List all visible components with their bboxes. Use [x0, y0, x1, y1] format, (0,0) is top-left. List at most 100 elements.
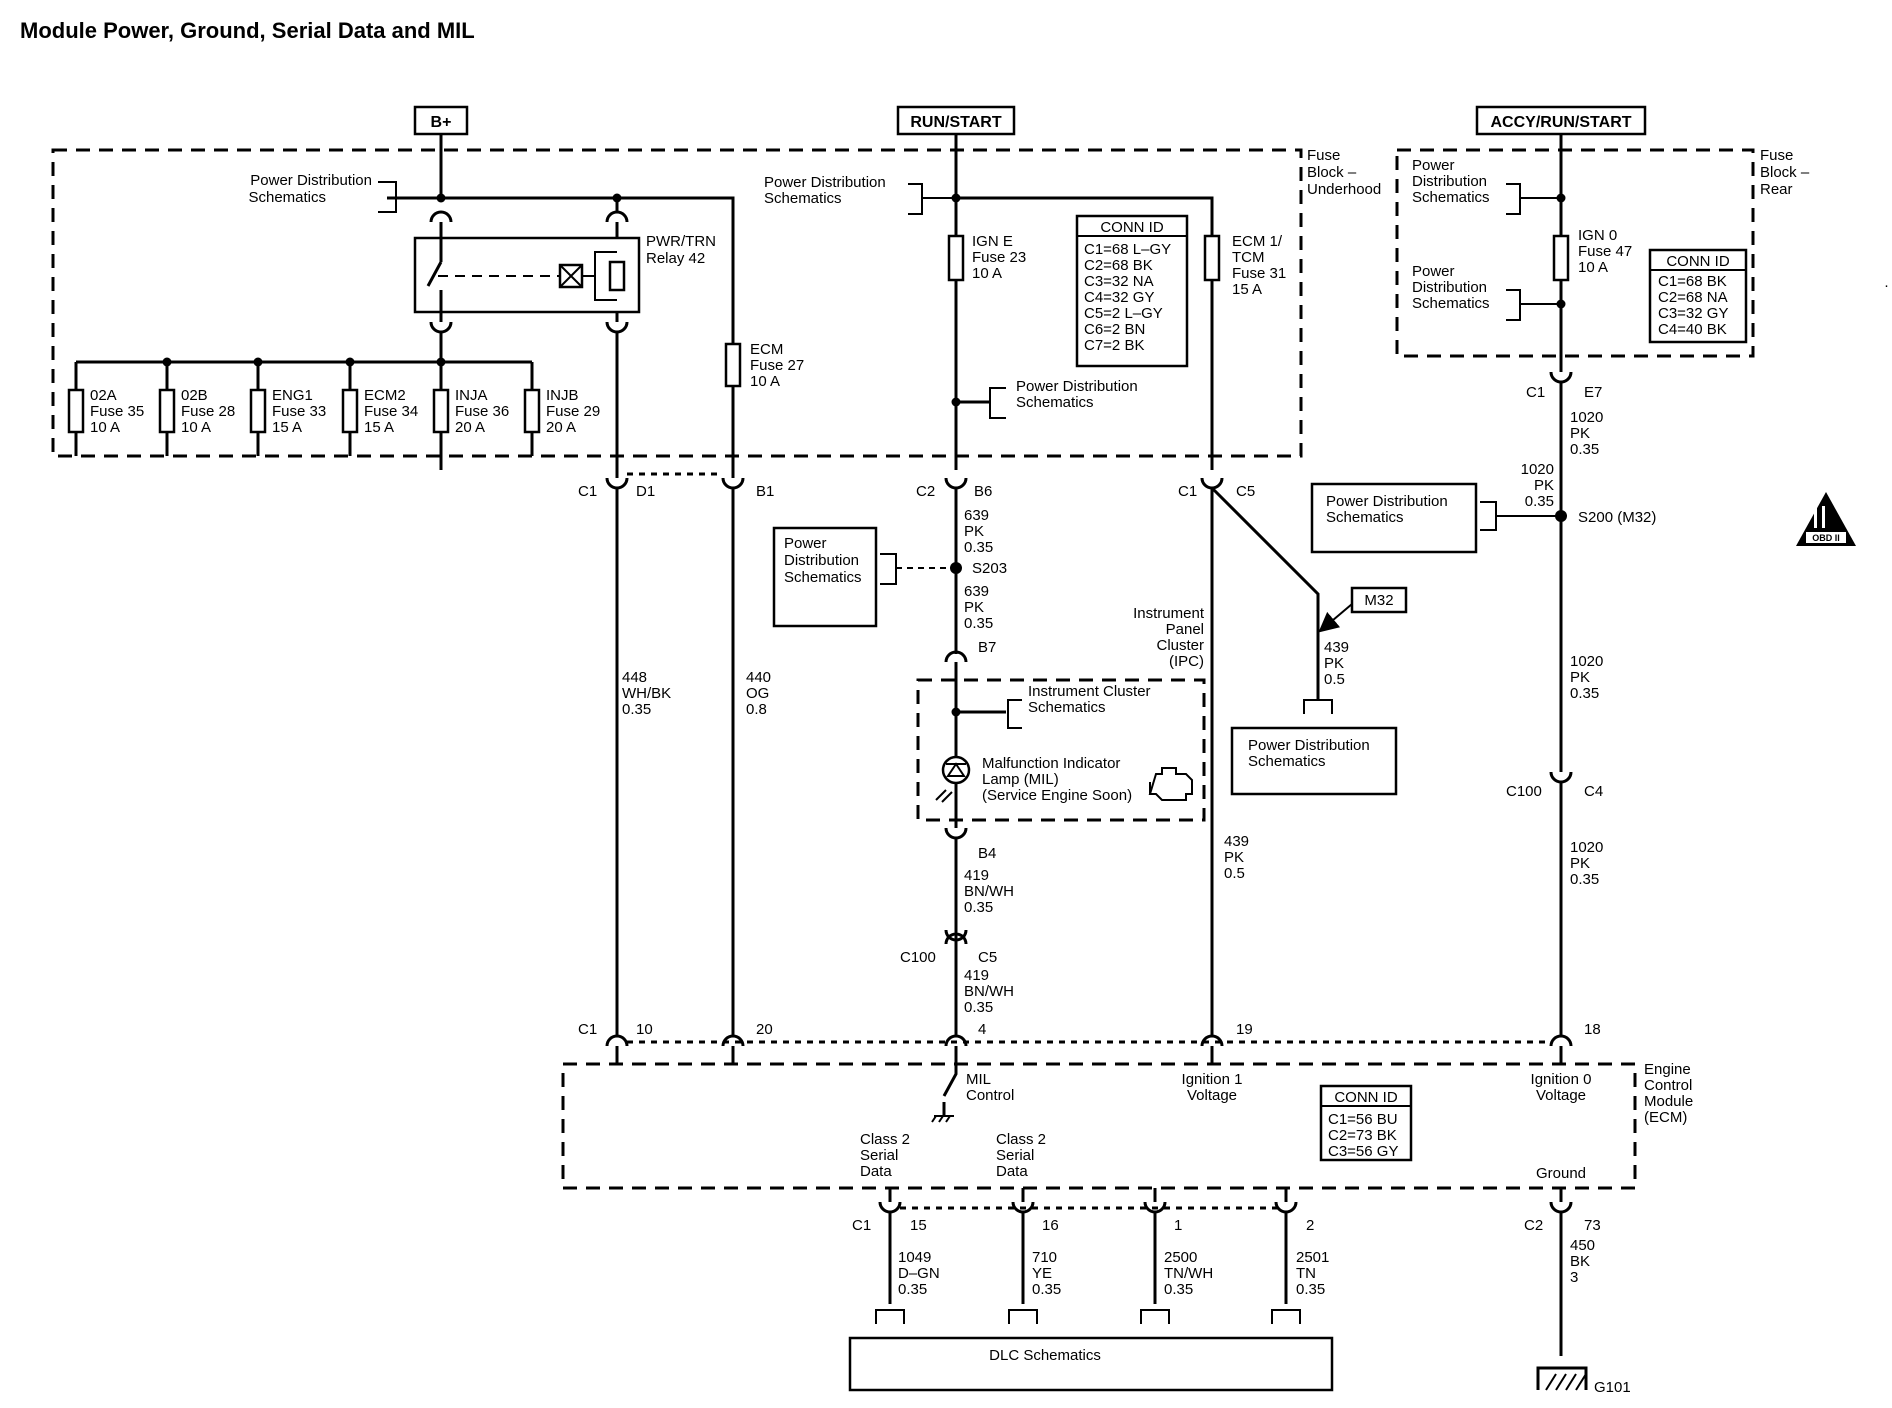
svg-text:B1: B1: [756, 483, 774, 500]
svg-text:0.5: 0.5: [1224, 865, 1245, 882]
svg-text:C5=2 L–GY: C5=2 L–GY: [1084, 305, 1163, 322]
svg-text:C2: C2: [916, 483, 935, 500]
svg-text:1: 1: [1174, 1217, 1182, 1234]
svg-text:10 A: 10 A: [750, 373, 780, 390]
serial-wires: 1049 D–GN 0.35 710 YE 0.35 2500 TN/WH 0.…: [875, 1249, 1329, 1324]
svg-text:3: 3: [1570, 1269, 1578, 1286]
svg-text:D–GN: D–GN: [898, 1265, 940, 1282]
svg-text:0.35: 0.35: [964, 539, 993, 556]
svg-text:Power: Power: [784, 535, 827, 552]
svg-text:C3=56 GY: C3=56 GY: [1328, 1143, 1398, 1160]
svg-text:PK: PK: [1570, 669, 1590, 686]
svg-text:0.35: 0.35: [1570, 871, 1599, 888]
svg-text:INJB: INJB: [546, 387, 579, 404]
svg-text:1020: 1020: [1570, 839, 1603, 856]
svg-text:Ignition 0: Ignition 0: [1531, 1071, 1592, 1088]
ecm-label: Engine Control Module (ECM): [1644, 1061, 1693, 1126]
svg-text:Power Distribution: Power Distribution: [1248, 737, 1370, 754]
svg-text:1020: 1020: [1521, 461, 1554, 478]
svg-text:BN/WH: BN/WH: [964, 883, 1014, 900]
svg-text:2500: 2500: [1164, 1249, 1197, 1266]
svg-text:Fuse 36: Fuse 36: [455, 403, 509, 420]
svg-text:02B: 02B: [181, 387, 208, 404]
svg-text:73: 73: [1584, 1217, 1601, 1234]
fuse-ecm: ECM Fuse 27 10 A: [724, 341, 804, 390]
conn-id-ecm: CONN ID C1=56 BU C2=73 BK C3=56 GY: [1319, 1084, 1413, 1162]
svg-text:450: 450: [1570, 1237, 1595, 1254]
svg-text:CONN ID: CONN ID: [1100, 219, 1164, 236]
svg-text:Module: Module: [1644, 1093, 1693, 1110]
svg-text:Fuse 34: Fuse 34: [364, 403, 418, 420]
pds-underhood-1: Power Distribution Schematics: [248, 172, 397, 213]
svg-text:Fuse 28: Fuse 28: [181, 403, 235, 420]
fuse-ecm2: ECM2 Fuse 34 15 A: [341, 362, 418, 456]
pds-s200: Power Distribution Schematics: [1310, 482, 1561, 554]
accy-wiring: Power Distribution Schematics Power Dist…: [1412, 134, 1566, 372]
svg-text:E7: E7: [1584, 384, 1602, 401]
fuse-ecm1-tcm: ECM 1/ TCM Fuse 31 15 A: [1203, 233, 1286, 298]
svg-text:B4: B4: [978, 845, 996, 862]
svg-text:Class 2: Class 2: [996, 1131, 1046, 1148]
svg-text:1049: 1049: [898, 1249, 931, 1266]
svg-text:Fuse: Fuse: [1760, 147, 1793, 164]
ecm1-branch: C1 C5 M32 439 PK 0.5 Power Distribution …: [1178, 477, 1408, 1036]
svg-text:10 A: 10 A: [90, 419, 120, 436]
conn-id-underhood: CONN ID C1=68 L–GY C2=68 BK C3=32 NA C4=…: [1075, 214, 1189, 368]
svg-text:Voltage: Voltage: [1536, 1087, 1586, 1104]
run-start-wiring: [951, 134, 1214, 470]
svg-text:(ECM): (ECM): [1644, 1109, 1687, 1126]
svg-text:10 A: 10 A: [972, 265, 1002, 282]
svg-text:B+: B+: [431, 114, 452, 131]
svg-text:ECM2: ECM2: [364, 387, 406, 404]
svg-text:Schematics: Schematics: [764, 190, 842, 207]
svg-text:16: 16: [1042, 1217, 1059, 1234]
svg-text:C1: C1: [1526, 384, 1545, 401]
instrument-panel-cluster: Instrument Panel Cluster (IPC) B7 Instru…: [916, 605, 1206, 862]
source-run-start: RUN/START: [896, 105, 1016, 136]
svg-text:IGN 0: IGN 0: [1578, 227, 1617, 244]
svg-text:TN/WH: TN/WH: [1164, 1265, 1213, 1282]
svg-text:Control: Control: [1644, 1077, 1692, 1094]
wire-419: 419 BN/WH 0.35 C100 C5 419 BN/WH 0.35: [900, 838, 1014, 1036]
svg-text:0.35: 0.35: [1296, 1281, 1325, 1298]
svg-text:19: 19: [1236, 1021, 1253, 1038]
fuse-ign-0: IGN 0 Fuse 47 10 A: [1552, 227, 1632, 282]
svg-text:OG: OG: [746, 685, 769, 702]
svg-text:(Service Engine Soon): (Service Engine Soon): [982, 787, 1132, 804]
svg-text:Malfunction Indicator: Malfunction Indicator: [982, 755, 1120, 772]
svg-text:IGN E: IGN E: [972, 233, 1013, 250]
svg-text:C1=56 BU: C1=56 BU: [1328, 1111, 1398, 1128]
svg-text:C5: C5: [1236, 483, 1255, 500]
svg-text:ECM 1/: ECM 1/: [1232, 233, 1283, 250]
svg-text:C1=68 L–GY: C1=68 L–GY: [1084, 241, 1171, 258]
svg-text:15: 15: [910, 1217, 927, 1234]
wire-1020: 1020 PK 0.35 1020 PK 0.35 S200 (M32) 102…: [1506, 382, 1656, 1036]
svg-text:C1: C1: [1178, 483, 1197, 500]
ecm-c1-connectors: C1 10 20 4 19 18: [578, 1021, 1601, 1064]
svg-text:C1: C1: [578, 1021, 597, 1038]
svg-text:Schematics: Schematics: [1412, 189, 1490, 206]
fuse-ign-e: IGN E Fuse 23 10 A: [947, 233, 1026, 282]
svg-text:15 A: 15 A: [364, 419, 394, 436]
svg-text:C4=40 BK: C4=40 BK: [1658, 321, 1727, 338]
svg-text:BN/WH: BN/WH: [964, 983, 1014, 1000]
svg-text:Panel: Panel: [1166, 621, 1204, 638]
svg-text:0.35: 0.35: [898, 1281, 927, 1298]
svg-text:Distribution: Distribution: [784, 552, 859, 569]
svg-text:20: 20: [756, 1021, 773, 1038]
wire-639: 639 PK 0.35 S203 639 PK 0.35: [950, 488, 1007, 654]
svg-text:C2=73 BK: C2=73 BK: [1328, 1127, 1397, 1144]
svg-text:Schematics: Schematics: [1412, 295, 1490, 312]
fuse-block-rear-label: Fuse Block – Rear: [1760, 147, 1810, 198]
fuse-block-rear-outline: [1395, 148, 1755, 358]
svg-text:B7: B7: [978, 639, 996, 656]
svg-text:2501: 2501: [1296, 1249, 1329, 1266]
svg-text:Fuse 27: Fuse 27: [750, 357, 804, 374]
svg-text:0.35: 0.35: [622, 701, 651, 718]
svg-text:Data: Data: [860, 1163, 892, 1180]
ground-g101: 450 BK 3 G101: [1536, 1237, 1631, 1396]
svg-text:(IPC): (IPC): [1169, 653, 1204, 670]
fuse-injb: INJB Fuse 29 20 A: [523, 362, 600, 456]
svg-text:OBD II: OBD II: [1812, 533, 1840, 543]
svg-text:0.35: 0.35: [1032, 1281, 1061, 1298]
